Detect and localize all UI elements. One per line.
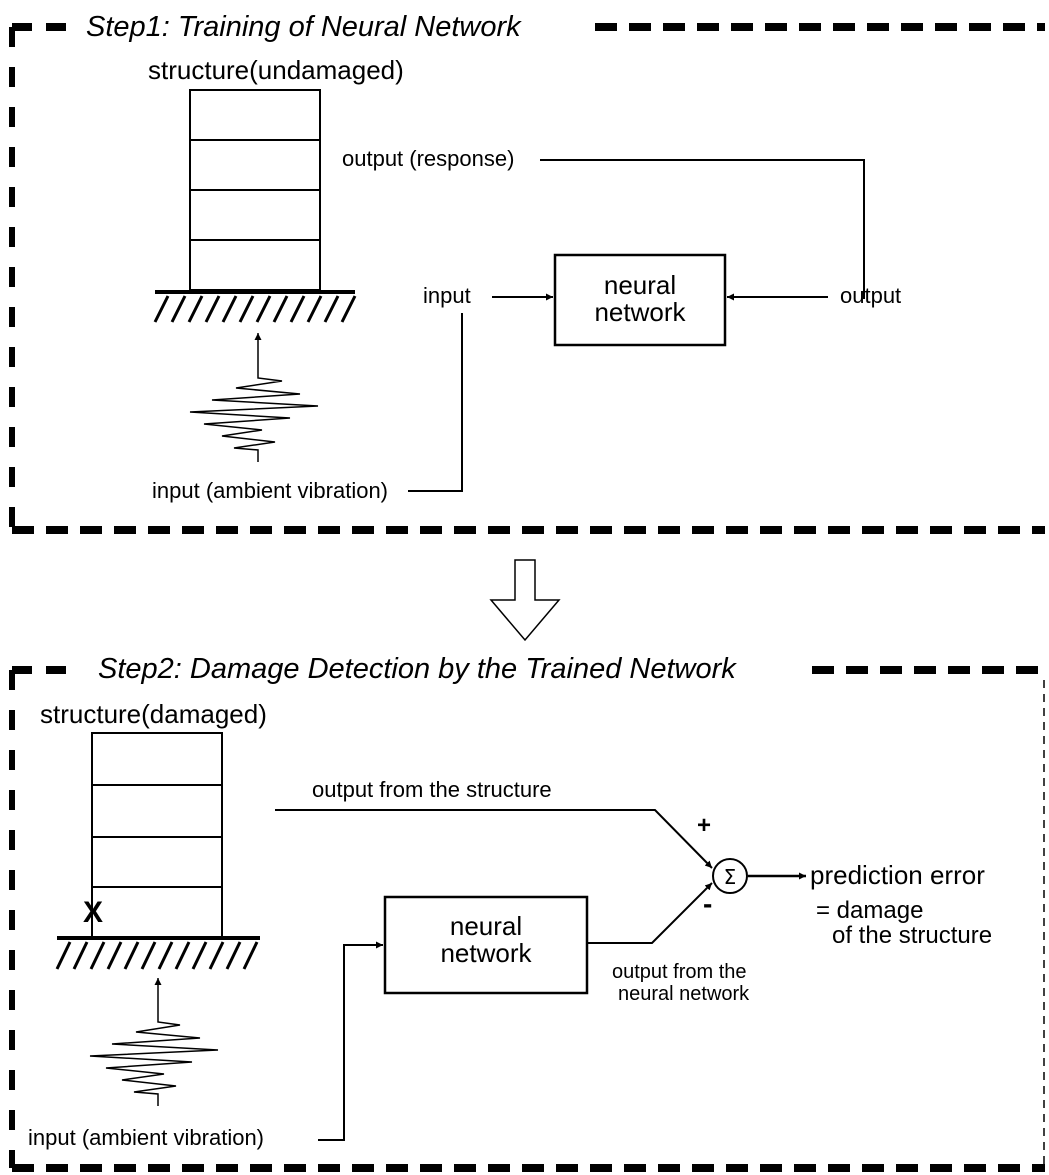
step2-title: Step2: Damage Detection by the Trained N…	[98, 653, 737, 685]
nn2-line2: network	[440, 938, 532, 968]
nn2-line1: neural	[450, 911, 522, 941]
vibration-waveform-1	[189, 372, 319, 462]
ground-hatch-1	[153, 290, 357, 323]
ambient-to-nn-line	[318, 941, 383, 1141]
neural-network-box-2	[383, 895, 589, 995]
input-label: input	[423, 283, 471, 308]
damage-mark: X	[83, 896, 103, 929]
structure-undamaged-label: structure(undamaged)	[148, 55, 404, 85]
damaged-building	[91, 732, 223, 938]
nn-output-label-1: output from the	[612, 961, 747, 983]
prediction-error-label: prediction error	[810, 860, 985, 890]
ambient-input-label-1: input (ambient vibration)	[152, 478, 388, 503]
nn-to-sum-line	[587, 882, 713, 944]
step1-title: Step1: Training of Neural Network	[86, 11, 522, 43]
output-label: output	[840, 283, 901, 308]
nn1-line2: network	[594, 297, 686, 327]
structure-to-sum-line	[275, 809, 713, 869]
ground-hatch-2	[55, 936, 260, 970]
step-transition-arrow	[489, 559, 561, 642]
ambient-input-label-2: input (ambient vibration)	[28, 1125, 264, 1150]
neural-network-box-1	[553, 253, 727, 347]
nn1-line1: neural	[604, 270, 676, 300]
damage-label-2: of the structure	[832, 922, 992, 949]
undamaged-building	[189, 89, 321, 291]
sigma-symbol: Σ	[724, 865, 737, 889]
summation-node	[712, 858, 748, 894]
damage-label-1: = damage	[816, 897, 923, 924]
step2-panel: Step2: Damage Detection by the Trained N…	[9, 653, 1045, 1172]
output-response-label: output (response)	[342, 146, 514, 171]
output-structure-label: output from the structure	[312, 777, 552, 802]
structure-damaged-label: structure(damaged)	[40, 699, 267, 729]
step1-panel: Step1: Training of Neural Network struct…	[9, 11, 1045, 534]
ambient-to-input-line	[408, 313, 463, 492]
vibration-waveform-2	[89, 1016, 219, 1106]
plus-sign: +	[697, 812, 711, 839]
nn-output-label-2: neural network	[618, 983, 750, 1005]
response-to-output-line	[540, 159, 865, 299]
minus-sign: -	[703, 888, 712, 919]
